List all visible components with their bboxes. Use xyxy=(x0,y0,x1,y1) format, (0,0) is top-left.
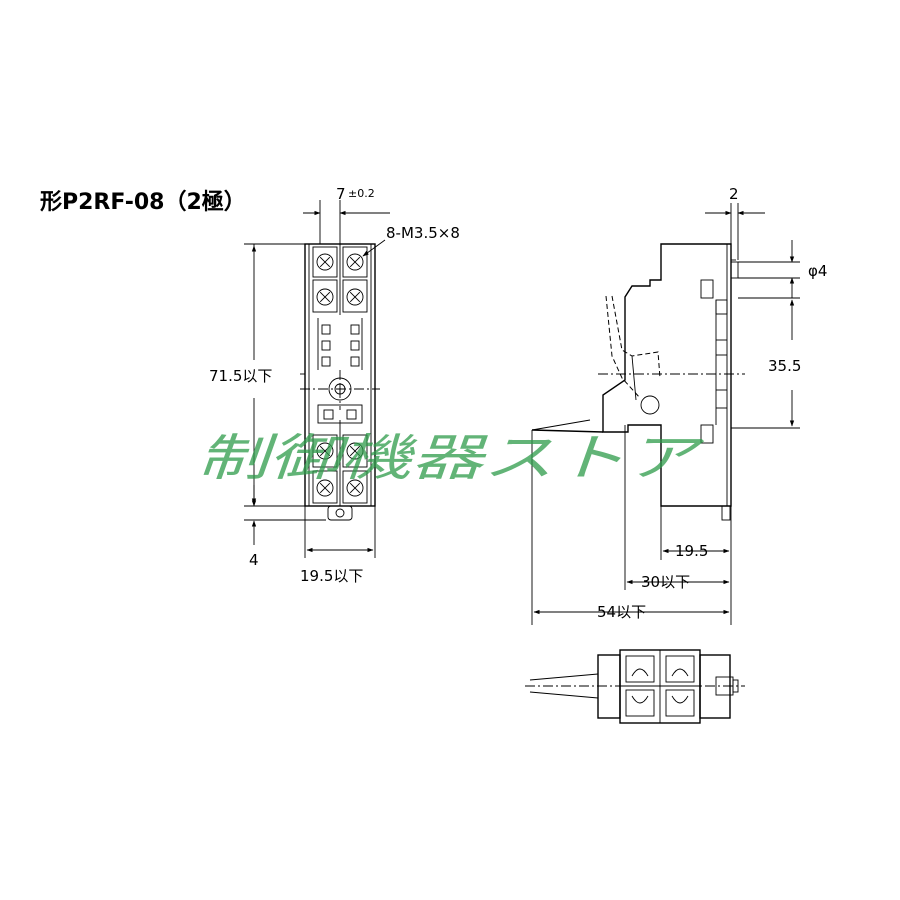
dim-bottom: 4 xyxy=(249,551,259,569)
store-watermark: 制御機器ストア xyxy=(197,429,704,487)
dim-screw: 8-M3.5×8 xyxy=(386,224,460,242)
drawing-title: 形P2RF-08（2極） xyxy=(40,189,246,215)
dim-top: 2 xyxy=(729,185,739,203)
side-view: 2 φ4 35.5 19.5 30以下 54以下 xyxy=(531,185,827,625)
dim-width: 19.5以下 xyxy=(300,567,363,585)
dim-height: 71.5以下 xyxy=(209,367,272,385)
dim-hole: φ4 xyxy=(808,262,827,280)
dim-depth1: 19.5 xyxy=(675,542,708,560)
dim-hole-pitch: 35.5 xyxy=(768,357,801,375)
bottom-view xyxy=(525,649,745,724)
front-view: 7 ±0.2 8-M3.5×8 71.5以下 4 19.5以下 xyxy=(209,185,460,585)
dim-pitch-tol: ±0.2 xyxy=(348,187,375,200)
dim-depth2: 30以下 xyxy=(641,573,690,591)
dim-pitch: 7 xyxy=(336,185,346,203)
dim-depth3: 54以下 xyxy=(597,603,646,621)
